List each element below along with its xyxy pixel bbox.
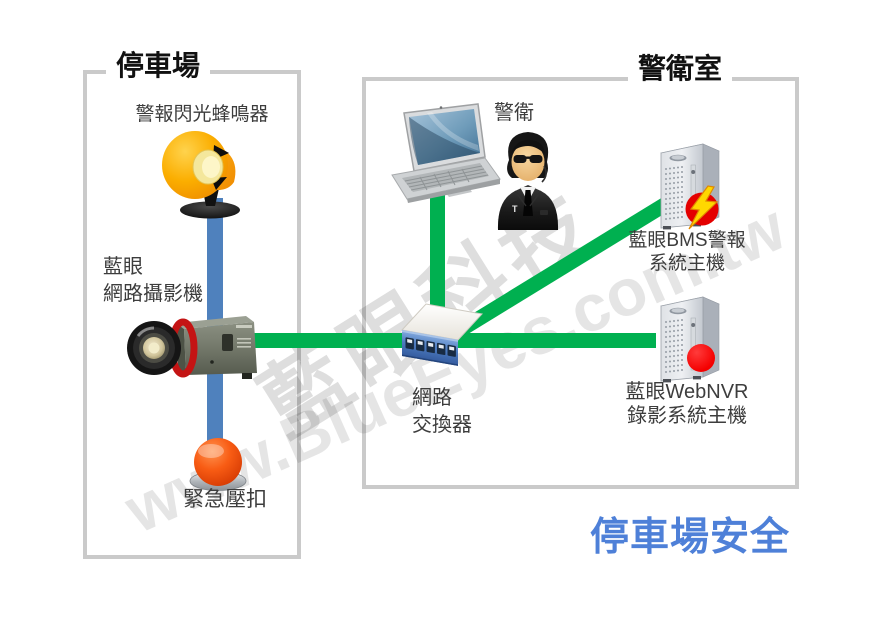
- bms-server-label-line2: 系統主機: [648, 253, 725, 274]
- network-switch-label-line1: 網路: [412, 387, 452, 409]
- megaphone-icon: [162, 131, 240, 219]
- bms-server-label-line1: 藍眼BMS警報: [628, 230, 746, 251]
- network-switch-label-line2: 交換器: [412, 414, 472, 436]
- camera-label-line2: 網路攝影機: [103, 283, 203, 305]
- security-guard-icon: T: [497, 132, 559, 230]
- cctv-camera-icon: [127, 316, 257, 379]
- red-push-button-icon: [189, 438, 247, 491]
- guard-room-zone-title: 警衛室: [628, 53, 733, 85]
- guard-room-zone-box: [362, 77, 799, 489]
- laptop-icon: [391, 103, 501, 203]
- buzzer-label: 警報閃光蜂鳴器: [135, 104, 269, 125]
- guard-label: 警衛: [494, 102, 534, 124]
- lightning-alert-icon: [685, 185, 719, 230]
- server-tower-icon: [660, 296, 720, 383]
- camera-label-line1: 藍眼: [103, 256, 143, 278]
- svg-text:T: T: [512, 204, 518, 214]
- parking-zone-title: 停車場: [106, 50, 211, 82]
- network-switch-label: 網路 交換器: [412, 385, 472, 439]
- nvr-server-label-line1: 藍眼WebNVR: [625, 381, 749, 403]
- cable-laptop-switch: [430, 189, 445, 341]
- nvr-server-label-line2: 錄影系統主機: [627, 405, 747, 427]
- emergency-button-label: 緊急壓扣: [183, 488, 267, 511]
- bms-server-label: 藍眼BMS警報 系統主機: [611, 229, 763, 275]
- nvr-server-label: 藍眼WebNVR 錄影系統主機: [607, 380, 767, 428]
- camera-label: 藍眼 網路攝影機: [103, 254, 203, 308]
- diagram-caption: 停車場安全: [590, 516, 791, 559]
- network-switch-icon: [401, 303, 483, 366]
- recording-dot-icon: [687, 344, 715, 372]
